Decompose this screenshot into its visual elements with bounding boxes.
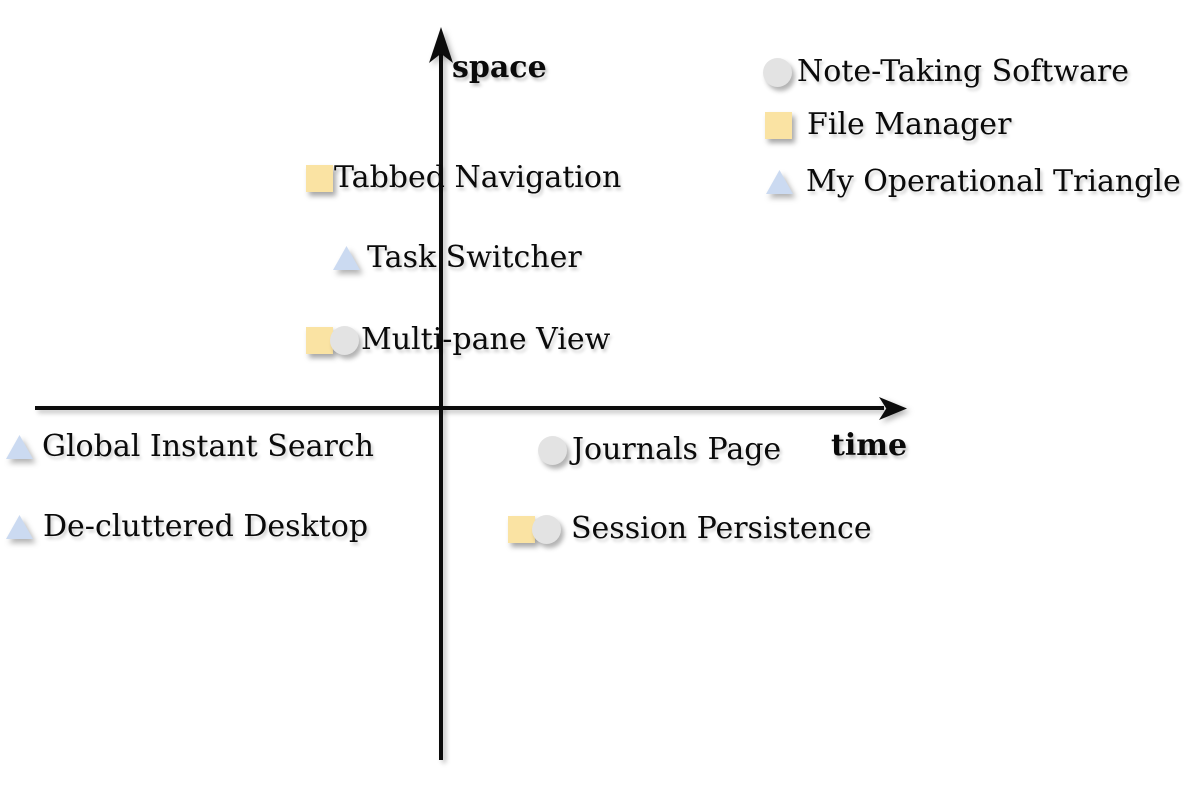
x-axis-arrowhead-icon bbox=[879, 397, 907, 420]
diagram-item-file-manager: File Manager bbox=[765, 108, 1011, 142]
item-label: Global Instant Search bbox=[42, 429, 374, 464]
x-axis-label: time bbox=[831, 428, 908, 463]
triangle-shape bbox=[6, 435, 33, 459]
y-axis-label: space bbox=[452, 50, 547, 85]
circle-marker-icon bbox=[532, 514, 561, 544]
square-marker-icon bbox=[508, 515, 535, 543]
triangle-shape bbox=[6, 515, 33, 539]
y-axis-arrowhead-icon bbox=[429, 27, 453, 63]
diagram-item-global-instant-search: Global Instant Search bbox=[6, 430, 374, 464]
item-label: De-cluttered Desktop bbox=[43, 509, 369, 544]
circle-marker-icon bbox=[763, 57, 792, 87]
triangle-marker-icon bbox=[766, 170, 793, 194]
y-axis-line bbox=[439, 44, 443, 760]
diagram-item-tabbed-navigation: Tabbed Navigation bbox=[306, 161, 621, 195]
square-marker-icon bbox=[306, 326, 333, 354]
triangle-shape bbox=[766, 170, 793, 194]
y-axis-arrowhead-shape bbox=[429, 27, 453, 63]
circle-marker-icon bbox=[538, 435, 567, 465]
x-axis-line bbox=[35, 406, 884, 410]
diagram-item-note-taking-software: Note-Taking Software bbox=[763, 55, 1129, 89]
diagram-item-multi-pane-view: Multi-pane View bbox=[306, 323, 610, 357]
diagram-item-task-switcher: Task Switcher bbox=[333, 241, 582, 275]
item-label: Multi-pane View bbox=[361, 322, 611, 357]
item-label: Task Switcher bbox=[367, 240, 582, 275]
item-label: My Operational Triangle bbox=[806, 164, 1181, 199]
triangle-shape bbox=[333, 246, 360, 270]
item-label: Note-Taking Software bbox=[797, 54, 1130, 89]
diagram-item-my-operational-triangle: My Operational Triangle bbox=[766, 165, 1181, 199]
diagram-item-session-persistence: Session Persistence bbox=[508, 512, 872, 546]
x-axis-arrowhead-shape bbox=[879, 397, 907, 420]
triangle-marker-icon bbox=[6, 435, 33, 459]
circle-marker-icon bbox=[330, 325, 359, 355]
square-marker-icon bbox=[306, 164, 333, 192]
diagram-item-journals-page: Journals Page bbox=[538, 433, 781, 467]
triangle-marker-icon bbox=[6, 515, 33, 539]
triangle-marker-icon bbox=[333, 246, 360, 270]
item-label: Session Persistence bbox=[571, 511, 872, 546]
item-label: Tabbed Navigation bbox=[334, 160, 622, 195]
square-marker-icon bbox=[765, 111, 792, 139]
item-label: Journals Page bbox=[572, 432, 782, 467]
item-label: File Manager bbox=[807, 107, 1012, 142]
diagram-item-de-cluttered-desktop: De-cluttered Desktop bbox=[6, 510, 368, 544]
